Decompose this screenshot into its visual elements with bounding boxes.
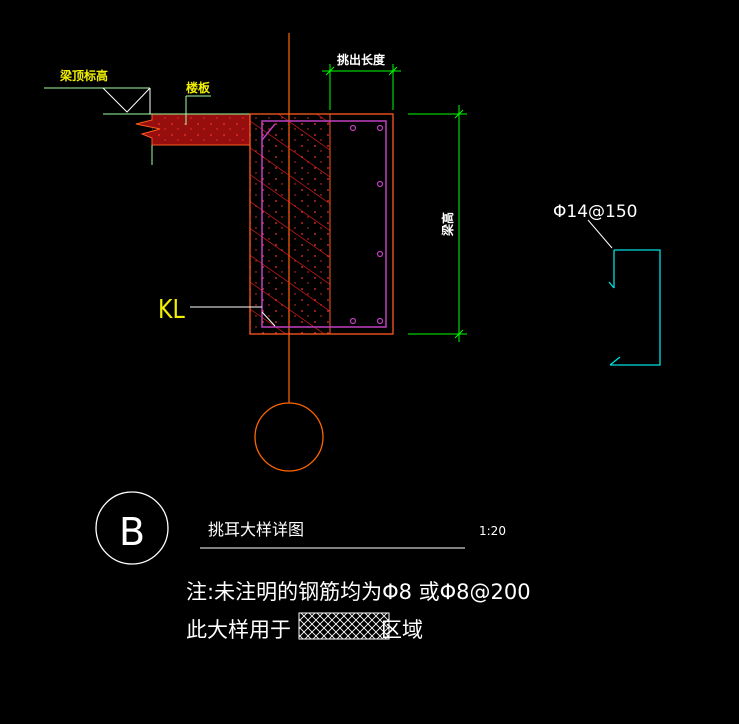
detail-title: 挑耳大样详图: [208, 520, 304, 539]
note-line-1: 注:未注明的钢筋均为Φ8 或Φ8@200: [186, 580, 531, 604]
axis-bubble: [254, 402, 324, 472]
extension-length-label: 挑出长度: [337, 52, 386, 67]
rebar-spec-label: Φ14@150: [553, 202, 637, 222]
section-mark-circle: [95, 491, 169, 565]
rebar-cage: [261, 120, 387, 328]
elevation-marker: [44, 87, 151, 114]
extension-dimension: [322, 64, 401, 110]
slab-label: 楼板: [186, 80, 211, 95]
beam-top-label: 梁顶标高: [59, 68, 108, 83]
hatch-legend-swatch: [298, 612, 390, 640]
stirrup-detail: [587, 219, 661, 366]
note-line-2-suffix: 区域: [381, 618, 423, 642]
scale-label: 1:20: [479, 524, 506, 538]
section-mark-label: B: [119, 510, 145, 554]
kl-label: KL: [158, 294, 185, 324]
beam-height-label: 梁高: [440, 212, 455, 237]
note-line-2-prefix: 此大样用于: [186, 618, 291, 642]
beam-height-dimension: [408, 105, 467, 342]
beam-section: [249, 113, 394, 335]
slab: [103, 113, 251, 165]
